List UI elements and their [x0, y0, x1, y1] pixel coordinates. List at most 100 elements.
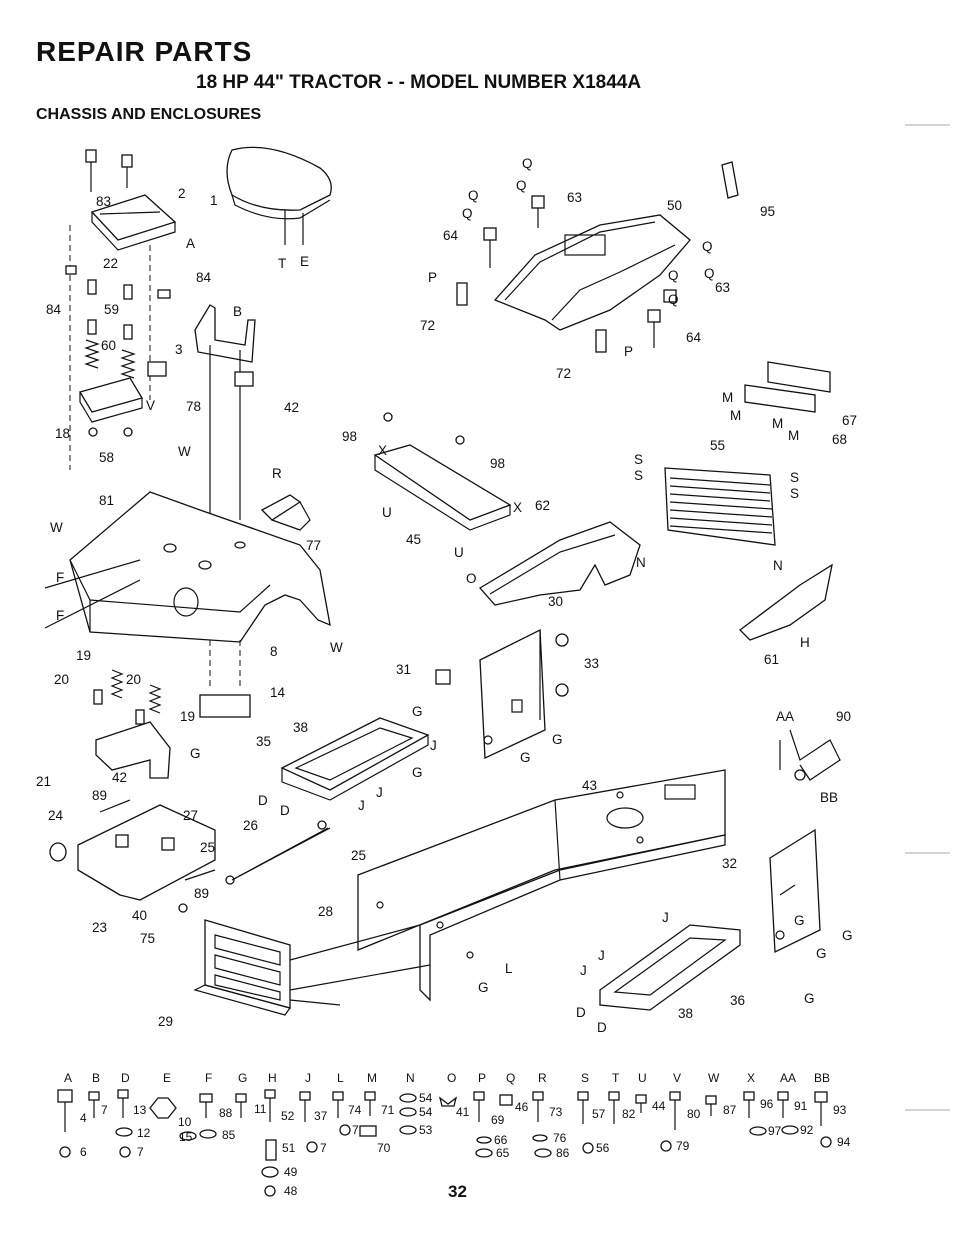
callout-28: 28 [318, 904, 333, 919]
callout-Q6: Q [668, 268, 679, 283]
callout-98a: 98 [342, 429, 357, 444]
callout-30: 30 [548, 594, 563, 609]
callout-36: 36 [730, 993, 745, 1008]
callout-F2: F [56, 608, 64, 623]
callout-26: 26 [243, 818, 258, 833]
callout-89b: 89 [194, 886, 209, 901]
callout-29: 29 [158, 1014, 173, 1029]
callout-U2: U [454, 545, 464, 560]
callout-77: 77 [306, 538, 321, 553]
callout-L: L [505, 961, 513, 976]
callout-1: 1 [210, 193, 218, 208]
callout-78: 78 [186, 399, 201, 414]
hitch-rod-drawing [779, 729, 841, 781]
callout-BB: BB [820, 790, 838, 805]
callout-J6: J [580, 963, 587, 978]
callout-Q1: Q [522, 156, 533, 171]
legend-num-70: 70 [377, 1141, 391, 1155]
callout-P2: P [624, 344, 633, 359]
callout-68: 68 [832, 432, 847, 447]
legend-num-57: 57 [592, 1107, 606, 1121]
right-footrest-drawing [599, 924, 741, 1011]
callout-27: 27 [183, 808, 198, 823]
legend-letter-X: X [747, 1071, 755, 1085]
legend-letter-T: T [612, 1071, 620, 1085]
callout-J3: J [358, 798, 365, 813]
callout-63b: 63 [715, 280, 730, 295]
callout-50: 50 [667, 198, 682, 213]
legend-num-15: 15 [179, 1130, 193, 1144]
callout-F1: F [56, 570, 64, 585]
side-plate-32-drawing [769, 828, 821, 954]
bracket-77-drawing [260, 494, 311, 531]
legend-num-54a: 54 [419, 1091, 433, 1105]
legend-letter-G: G [238, 1071, 247, 1085]
spring-assembly-drawing [65, 265, 171, 437]
callout-G2: G [412, 704, 423, 719]
callout-72b: 72 [556, 366, 571, 381]
legend-num-69: 69 [491, 1113, 505, 1127]
callout-G8: G [816, 946, 827, 961]
legend-num-56: 56 [596, 1141, 610, 1155]
callout-A: A [186, 236, 195, 251]
legend-letter-F: F [205, 1071, 212, 1085]
pivot-bracket-drawing [93, 640, 251, 779]
lower-trim-drawing [739, 563, 833, 641]
callout-64b: 64 [686, 330, 702, 345]
legend-letter-A: A [64, 1071, 72, 1085]
callout-N2: N [773, 558, 783, 573]
legend-num-73: 73 [549, 1105, 563, 1119]
callout-Q5: Q [702, 239, 713, 254]
callout-G1: G [190, 746, 201, 761]
hood-hinge-drawing [456, 161, 739, 353]
callout-61: 61 [764, 652, 779, 667]
main-frame-drawing [289, 769, 726, 1006]
callout-22: 22 [103, 256, 118, 271]
seat-bracket-drawing [69, 149, 177, 470]
callout-Q8: Q [668, 292, 679, 307]
callout-Q4: Q [462, 206, 473, 221]
callout-95: 95 [760, 204, 775, 219]
callout-72a: 72 [420, 318, 435, 333]
legend-letter-J: J [305, 1071, 311, 1085]
legend-num-65: 65 [496, 1146, 510, 1160]
legend-num-7: 7 [101, 1103, 108, 1117]
callout-24: 24 [48, 808, 64, 823]
hood-drawing [493, 214, 691, 331]
callout-63a: 63 [567, 190, 582, 205]
callout-64a: 64 [443, 228, 459, 243]
callout-84a: 84 [196, 270, 212, 285]
section-heading: CHASSIS AND ENCLOSURES [36, 106, 262, 123]
callout-W1: W [178, 444, 191, 459]
callout-42a: 42 [284, 400, 299, 415]
legend-letter-S: S [581, 1071, 589, 1085]
legend-number-labels: 4 7 13 12 10 15 85 6 7 88 11 52 37 51 7 … [80, 1091, 851, 1198]
legend-num-74: 74 [348, 1103, 362, 1117]
legend-letter-P: P [478, 1071, 486, 1085]
legend-num-49: 49 [284, 1165, 298, 1179]
legend-num-92: 92 [800, 1123, 814, 1137]
callout-D1: D [258, 793, 268, 808]
callout-G6: G [794, 913, 805, 928]
callout-Q2: Q [468, 188, 479, 203]
callout-60: 60 [101, 338, 116, 353]
legend-num-76: 76 [553, 1131, 567, 1145]
callout-G5: G [412, 765, 423, 780]
legend-letter-O: O [447, 1071, 456, 1085]
callout-32: 32 [722, 856, 737, 871]
callout-23: 23 [92, 920, 107, 935]
callout-D4: D [597, 1020, 607, 1035]
page-title: REPAIR PARTS [36, 36, 253, 67]
callout-S3: S [790, 470, 799, 485]
callout-B: B [233, 304, 242, 319]
callout-W3: W [330, 640, 343, 655]
callout-O: O [466, 571, 477, 586]
callout-31: 31 [396, 662, 411, 677]
seat-pan-bracket-drawing [147, 304, 256, 530]
legend-letter-E: E [163, 1071, 171, 1085]
callout-3: 3 [175, 342, 183, 357]
callout-25b: 25 [200, 840, 215, 855]
pivot-frame-drawing [49, 799, 331, 913]
legend-num-82: 82 [622, 1107, 636, 1121]
callout-X1: X [378, 443, 387, 458]
